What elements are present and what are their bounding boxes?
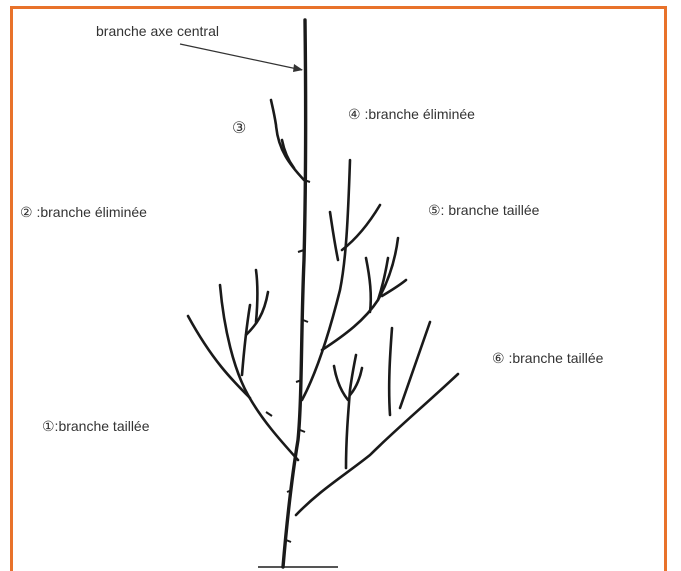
branch-6-twig-a: [389, 328, 392, 415]
label-branch-1: ①:branche taillée: [42, 419, 150, 433]
branch-1-main: [220, 285, 298, 460]
central-axis-arrowhead: [293, 64, 303, 72]
branch-6-twig-b: [400, 322, 430, 408]
branch-6-inner-twig-a: [334, 366, 348, 400]
branch-5-lower-twig-a: [366, 258, 371, 312]
label-branch-6: ⑥ :branche taillée: [492, 351, 603, 365]
label-branch-2: ② :branche éliminée: [20, 205, 147, 219]
central-axis-trunk: [283, 20, 306, 567]
branch-1-inner-c: [256, 270, 258, 322]
label-branch-4: ④ :branche éliminée: [348, 107, 475, 121]
branch-1-inner-a: [242, 305, 250, 375]
central-axis-pointer: [180, 44, 302, 70]
branch-6-inner: [346, 355, 356, 468]
label-branch-5: ⑤: branche taillée: [428, 203, 539, 217]
branch-5-main: [302, 160, 350, 400]
label-branch-3: ③: [232, 121, 246, 137]
branch-5-fork-b: [330, 212, 338, 260]
branch-3: [271, 100, 304, 180]
label-central-axis: branche axe central: [96, 24, 219, 38]
branch-6-main: [296, 374, 458, 515]
branch-1-outer: [188, 316, 250, 398]
